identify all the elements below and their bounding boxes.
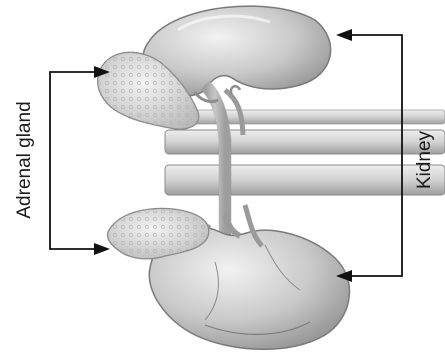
kidney-bracket — [336, 29, 402, 282]
adrenal-arrow-bottom — [94, 243, 110, 255]
adrenal-gland-label: Adrenal gland — [14, 101, 35, 218]
kidney-arrow-top — [336, 29, 352, 41]
kidney-label: Kidney — [414, 130, 435, 189]
